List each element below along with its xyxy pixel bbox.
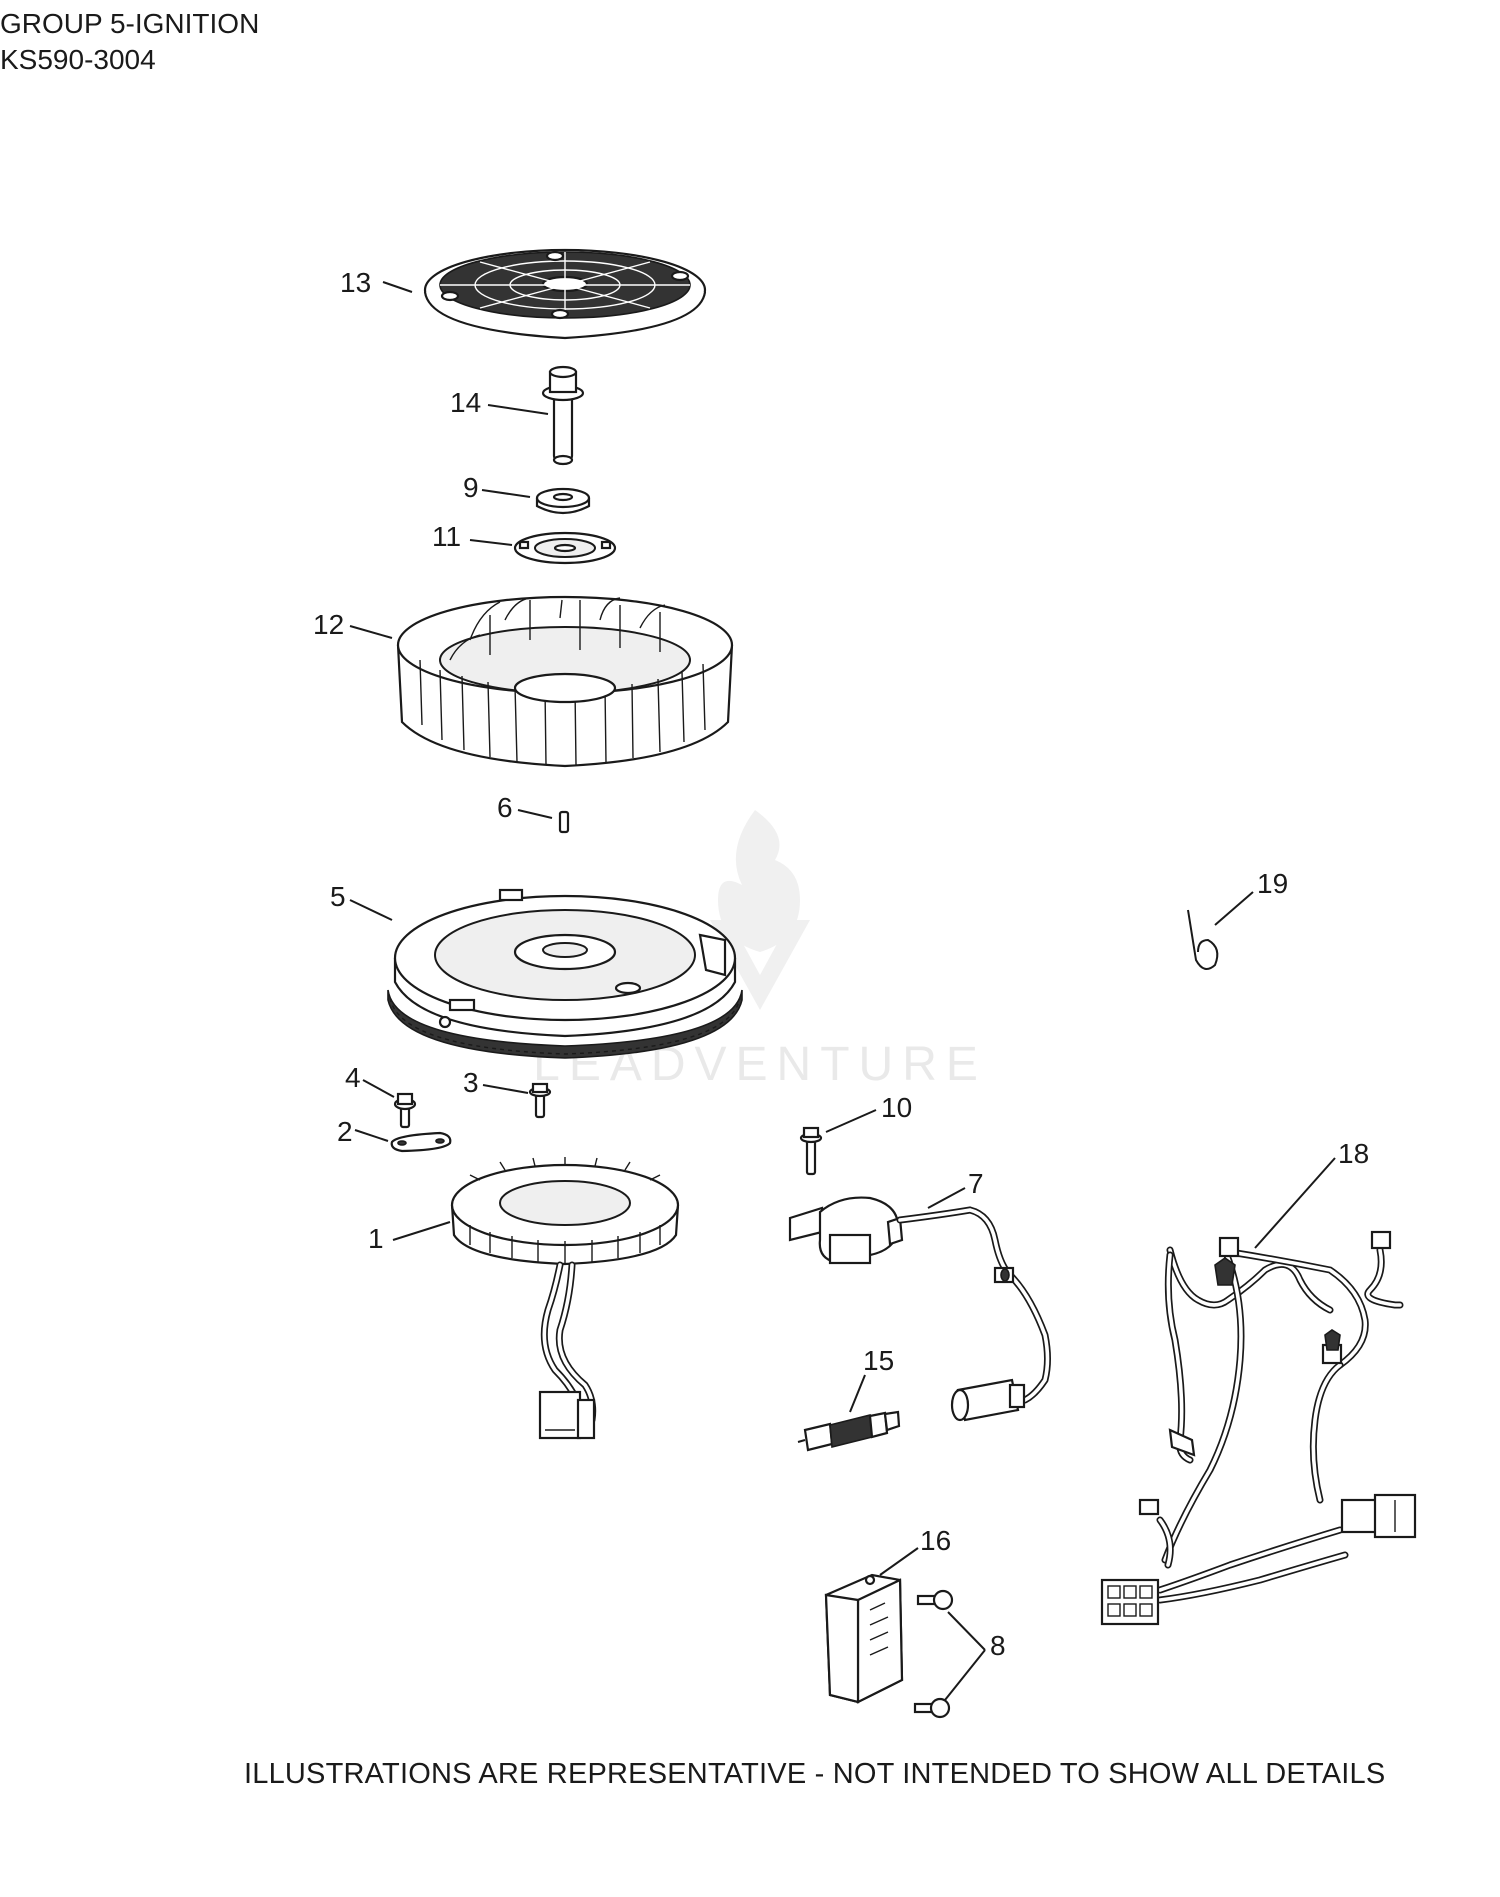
part-3-screw[interactable] (528, 1082, 552, 1119)
callout-labels: 13 14 9 11 12 6 5 19 4 3 2 1 10 7 18 15 … (313, 267, 1369, 1661)
disclaimer-footer: ILLUSTRATIONS ARE REPRESENTATIVE - NOT I… (244, 1758, 1386, 1790)
callout-14: 14 (450, 387, 481, 418)
callout-15: 15 (863, 1345, 894, 1376)
part-2-plate[interactable] (390, 1131, 452, 1153)
part-16-regulator[interactable] (824, 1573, 904, 1704)
callout-4: 4 (345, 1062, 361, 1093)
callout-11: 11 (432, 521, 461, 552)
watermark: LEADVENTURE (533, 810, 978, 1091)
callout-10: 10 (881, 1092, 912, 1123)
callout-6: 6 (497, 792, 513, 823)
leader-lines (349, 281, 1336, 1701)
model-code: KS590-3004 (0, 44, 156, 75)
callout-3: 3 (463, 1067, 479, 1098)
callout-8: 8 (990, 1630, 1006, 1661)
part-11-mount-plate[interactable] (513, 531, 617, 565)
part-8-screws[interactable] (913, 1589, 954, 1719)
part-7-ignition-module[interactable] (788, 1196, 1051, 1422)
callout-13: 13 (340, 267, 371, 298)
part-15-spark-plug[interactable] (797, 1410, 901, 1452)
part-9-washer[interactable] (535, 487, 591, 515)
part-6-flywheel-key[interactable] (558, 810, 570, 834)
callout-19: 19 (1257, 868, 1288, 899)
part-12-cooling-fan[interactable] (396, 595, 734, 768)
callout-12: 12 (313, 609, 344, 640)
group-title: GROUP 5-IGNITION (0, 8, 260, 39)
callout-16: 16 (920, 1525, 951, 1556)
part-4-screw[interactable] (393, 1092, 417, 1129)
page-header: GROUP 5-IGNITION KS590-3004 (0, 6, 259, 78)
callout-18: 18 (1338, 1138, 1369, 1169)
part-5-flywheel[interactable] (387, 888, 743, 1059)
callout-1: 1 (368, 1223, 384, 1254)
callout-5: 5 (330, 881, 346, 912)
part-10-screw[interactable] (799, 1126, 823, 1176)
callout-2: 2 (337, 1116, 353, 1147)
part-19-cable-tie[interactable] (1187, 909, 1219, 970)
part-14-flywheel-bolt[interactable] (541, 365, 585, 466)
part-1-stator[interactable] (450, 1157, 680, 1440)
part-13-fan-screen[interactable] (423, 248, 707, 340)
callout-9: 9 (463, 472, 479, 503)
callout-7: 7 (968, 1168, 984, 1199)
part-18-wiring-harness[interactable] (1100, 1230, 1417, 1626)
